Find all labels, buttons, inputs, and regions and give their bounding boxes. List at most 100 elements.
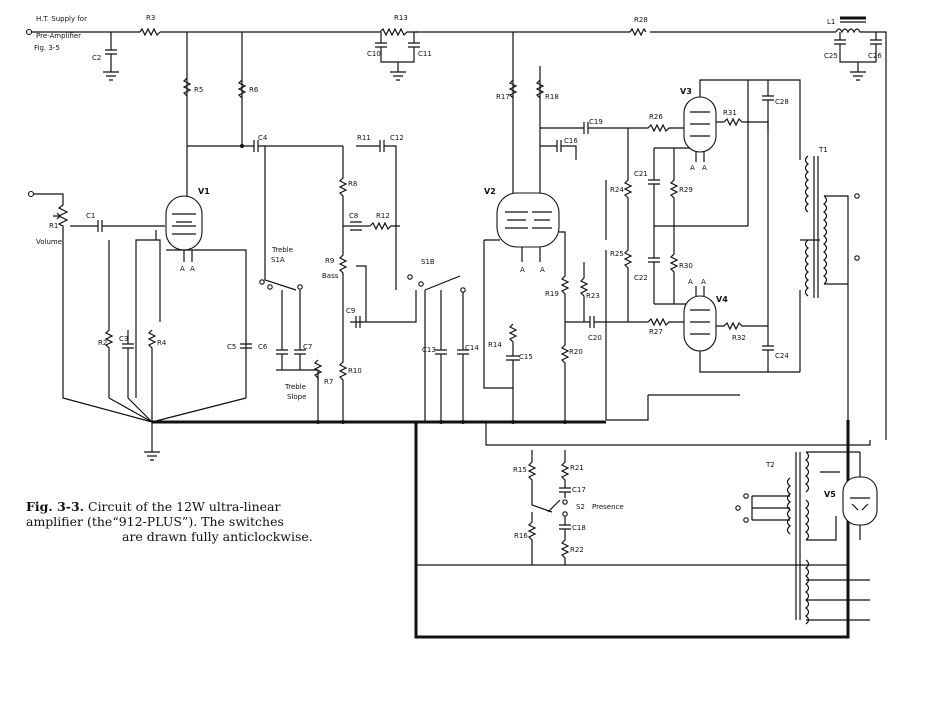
r6-c4-network <box>187 32 343 152</box>
label-c6: C6 <box>258 343 268 351</box>
figure-number: Fig. 3-3. <box>26 499 85 514</box>
label-c3: C3 <box>119 335 128 343</box>
supply-label-3: Fig. 3-5 <box>34 44 60 52</box>
label-treble-slope-2: Slope <box>287 393 306 401</box>
valve-v1 <box>165 32 203 262</box>
label-r1: R1 <box>49 222 58 230</box>
valve-v4 <box>683 286 800 373</box>
label-c14: C14 <box>465 344 479 352</box>
caption-line-1: Circuit of the 12W ultra-linear <box>88 499 281 514</box>
label-v3: V3 <box>680 87 692 96</box>
label-r7: R7 <box>324 378 333 386</box>
supply-label-1: H.T. Supply for <box>36 15 87 23</box>
label-r2: R2 <box>98 339 107 347</box>
label-c15: C15 <box>519 353 533 361</box>
resistor-r28 <box>629 27 647 37</box>
label-c24: C24 <box>775 352 789 360</box>
label-c20: C20 <box>588 334 602 342</box>
label-r28: R28 <box>634 16 648 24</box>
label-c11: C11 <box>418 50 432 58</box>
valve-v5 <box>842 452 878 540</box>
label-r26: R26 <box>649 113 663 121</box>
label-r27: R27 <box>649 328 663 336</box>
label-r20: R20 <box>569 348 583 356</box>
v1-cathode-network <box>104 230 252 423</box>
label-c22: C22 <box>634 274 648 282</box>
presence-network <box>527 450 571 565</box>
capacitor-c10-c11 <box>375 32 420 81</box>
label-r3: R3 <box>146 14 155 22</box>
screen-grid-network <box>716 79 820 372</box>
output-grid-network <box>605 123 748 420</box>
label-c12: C12 <box>390 134 404 142</box>
label-c25: C25 <box>824 52 838 60</box>
output-transformer-t1 <box>804 155 860 420</box>
label-c4: C4 <box>258 134 268 142</box>
label-c2: C2 <box>92 54 101 62</box>
label-s1b: S1B <box>421 258 435 266</box>
label-r21: R21 <box>570 464 584 472</box>
ht-supply-line <box>25 27 836 37</box>
input-and-volume <box>27 190 165 423</box>
choke-l1 <box>834 16 887 440</box>
label-v3-pin-a2: A <box>702 164 707 172</box>
label-treble: Treble <box>271 246 293 254</box>
label-r13: R13 <box>394 14 408 22</box>
label-r15: R15 <box>513 466 527 474</box>
caption-line-3: are drawn fully anticlockwise. <box>122 529 313 544</box>
label-v2: V2 <box>484 187 496 196</box>
label-c5: C5 <box>227 343 236 351</box>
treble-switch-s1a <box>259 146 323 422</box>
label-c16: C16 <box>564 137 578 145</box>
caption-line-2: amplifier (the“912-PLUS”). The switches <box>26 514 284 529</box>
label-r19: R19 <box>545 290 559 298</box>
label-v1: V1 <box>198 187 210 196</box>
label-presence: Presence <box>592 503 624 511</box>
label-r29: R29 <box>679 186 693 194</box>
label-c17: C17 <box>572 486 586 494</box>
ground-bus <box>144 394 871 639</box>
label-c21: C21 <box>634 170 648 178</box>
label-r18: R18 <box>545 93 559 101</box>
bass-network <box>338 140 417 422</box>
label-c26: C26 <box>868 52 882 60</box>
label-c9: C9 <box>346 307 355 315</box>
capacitor-c2 <box>103 32 119 81</box>
label-r30: R30 <box>679 262 693 270</box>
label-c13: C13 <box>422 346 436 354</box>
label-s2: S2 <box>576 503 585 511</box>
label-r8: R8 <box>348 180 357 188</box>
label-r17: R17 <box>496 93 510 101</box>
v2-outputs <box>506 122 628 422</box>
label-c28: C28 <box>775 98 789 106</box>
label-c10: C10 <box>367 50 381 58</box>
label-volume: Volume <box>36 238 62 246</box>
label-r6: R6 <box>249 86 259 94</box>
label-c8: C8 <box>349 212 358 220</box>
label-treble-slope-1: Treble <box>284 383 306 391</box>
label-c1: C1 <box>86 212 95 220</box>
label-v4: V4 <box>716 295 728 304</box>
label-t2: T2 <box>765 461 775 469</box>
label-v2-pin-a2: A <box>540 266 545 274</box>
label-r9: R9 <box>325 257 334 265</box>
label-v1-pin-a2: A <box>190 265 195 273</box>
figure-caption: Fig. 3-3. Circuit of the 12W ultra-linea… <box>26 499 316 544</box>
label-v4-pin-a2: A <box>701 278 706 286</box>
label-r11: R11 <box>357 134 371 142</box>
label-r10: R10 <box>348 367 362 375</box>
label-s1a: S1A <box>271 256 285 264</box>
label-r5: R5 <box>194 86 203 94</box>
label-v3-pin-a1: A <box>690 164 695 172</box>
label-v5: V5 <box>824 490 836 499</box>
supply-label-2: Pre-Amplifier <box>36 32 81 40</box>
switch-s1b <box>407 274 469 422</box>
label-bass: Bass <box>322 272 339 280</box>
valve-v2 <box>483 32 566 389</box>
label-v2-pin-a1: A <box>520 266 525 274</box>
label-r22: R22 <box>570 546 584 554</box>
label-r16: R16 <box>514 532 528 540</box>
label-c7: C7 <box>303 343 312 351</box>
